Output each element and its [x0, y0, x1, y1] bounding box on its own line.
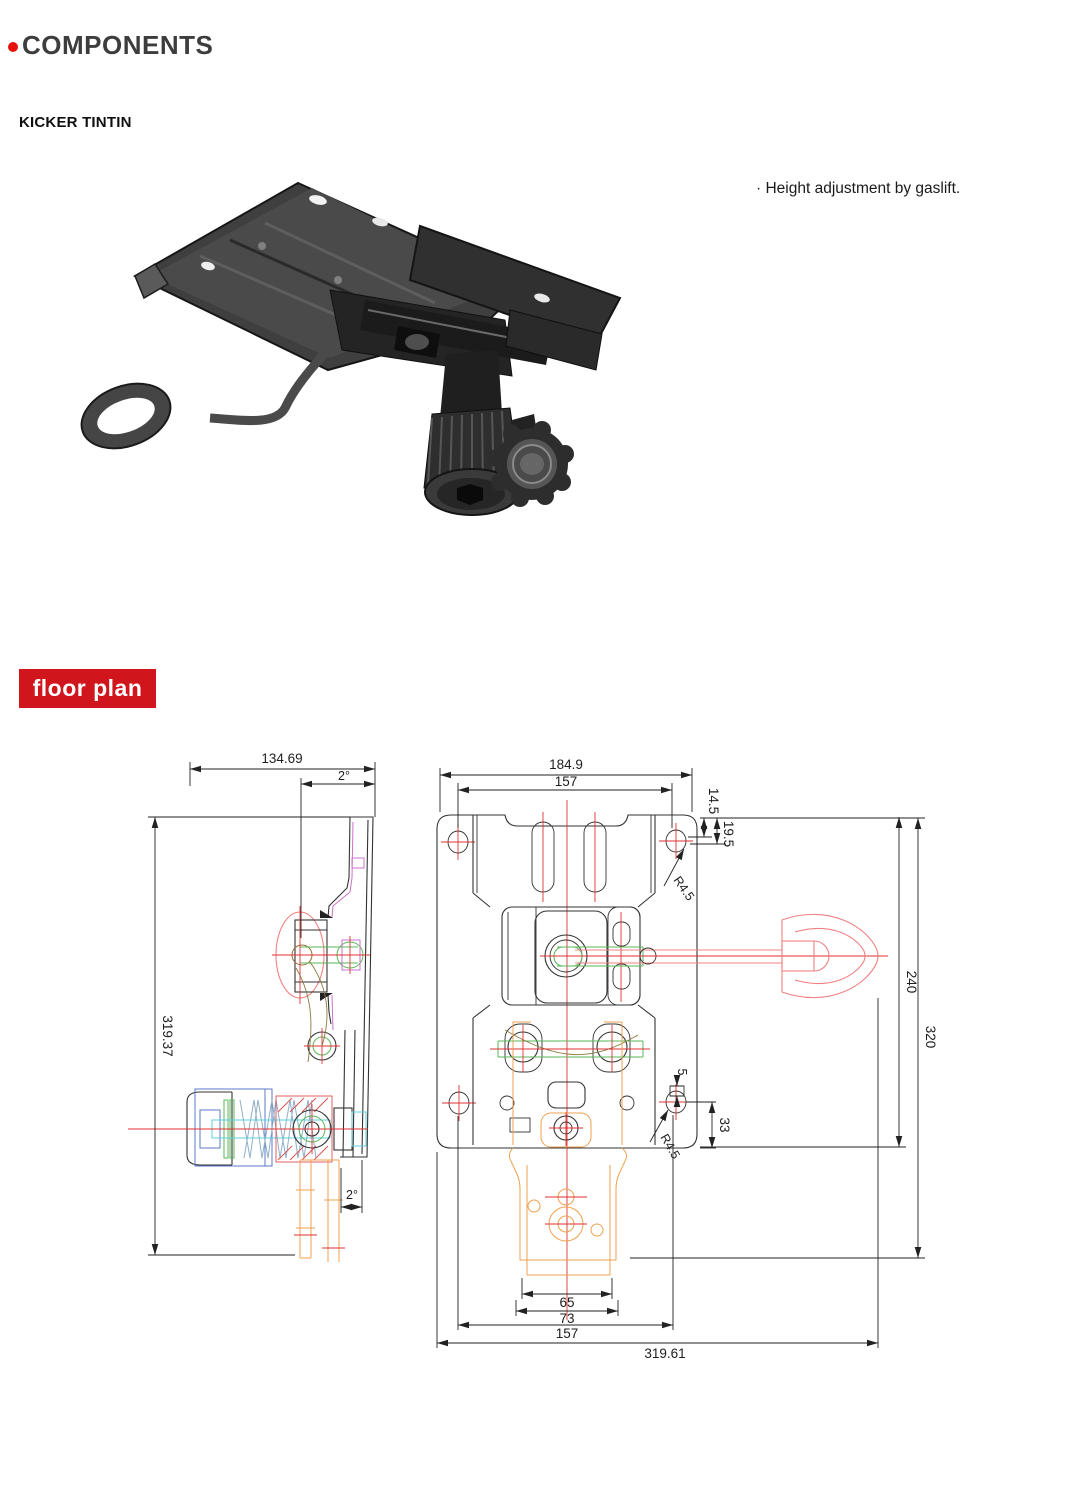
page-title: COMPONENTS	[22, 30, 214, 60]
top-plate-outline	[436, 800, 698, 1320]
dim-side-height: 319.37	[148, 816, 350, 1256]
top-upper-body	[472, 812, 656, 908]
dim-radius-bottom-text: R4.5	[657, 1132, 682, 1162]
section-bullet-icon	[8, 42, 18, 52]
side-hub	[272, 906, 370, 1004]
gaslift-note: · Height adjustment by gaslift.	[756, 180, 961, 197]
mechanism-photo-gaslift-receiver	[423, 350, 521, 516]
dim-top-overall-width-text: 184.9	[549, 757, 583, 772]
dim-top-hole-span: 157	[457, 774, 673, 828]
top-hidden-bracket	[508, 1021, 627, 1276]
mechanism-photo-knob	[488, 414, 574, 507]
product-photo	[80, 181, 622, 516]
dim-side-width-text: 134.69	[261, 751, 302, 766]
floor-plan-banner: floor plan	[19, 669, 156, 708]
mechanism-photo-lever	[80, 339, 339, 450]
dim-edge-to-hole-center: 19.5	[690, 818, 736, 847]
side-view: 134.69 2° 319.37 2°	[128, 751, 376, 1262]
dim-radius-top-text: R4.5	[671, 874, 698, 904]
dim-hole-to-bottom: 33	[686, 1101, 732, 1149]
dim-overall-length: 319.61	[436, 998, 879, 1361]
floor-plan-label: floor plan	[32, 675, 143, 701]
dim-overall-height: 320	[630, 818, 938, 1259]
side-knob-assembly	[128, 1088, 368, 1167]
dim-bottom-hole-span: 157	[457, 1115, 674, 1341]
dim-bottom-mid-text: 73	[559, 1311, 574, 1326]
dim-side-height-text: 319.37	[160, 1015, 175, 1056]
top-view: 184.9 157 14.5 19.5 R4.5 240	[436, 757, 938, 1361]
top-lever-rod	[540, 946, 888, 967]
dim-plate-height: 240	[700, 817, 919, 1148]
dim-top-hole-span-text: 157	[555, 774, 578, 789]
dim-overall-length-text: 319.61	[644, 1346, 685, 1361]
dim-side-width: 134.69	[189, 751, 376, 817]
top-handle	[781, 913, 879, 999]
side-gaslift-tube	[294, 1159, 345, 1262]
dim-hole-to-bottom-text: 33	[717, 1117, 732, 1132]
dim-slot-width: 5	[670, 1069, 689, 1107]
top-mounting-holes	[441, 823, 693, 1121]
side-plate-profile	[320, 816, 374, 1158]
dim-side-angle-top-text: 2°	[338, 769, 350, 783]
dim-side-angle-top: 2°	[300, 769, 375, 938]
floor-plan-drawing: 134.69 2° 319.37 2°	[128, 751, 938, 1361]
dim-overall-height-text: 320	[923, 1026, 938, 1049]
dim-side-angle-bottom-text: 2°	[346, 1188, 358, 1202]
dim-edge-to-hole-top: 14.5	[688, 788, 925, 838]
dim-edge-to-hole-center-text: 19.5	[721, 821, 736, 847]
dim-edge-to-hole-top-text: 14.5	[706, 788, 721, 814]
top-lower-body	[472, 1004, 656, 1146]
side-pivot	[295, 961, 340, 1064]
dim-bottom-inner-text: 65	[559, 1295, 574, 1310]
dim-radius-top: R4.5	[663, 848, 698, 904]
dim-plate-height-text: 240	[904, 971, 919, 994]
product-name: KICKER TINTIN	[19, 114, 132, 131]
dim-top-overall-width: 184.9	[439, 757, 693, 812]
dim-bottom-hole-span-text: 157	[556, 1326, 579, 1341]
dim-bottom-inner: 65	[521, 1278, 613, 1310]
dim-side-angle-bottom: 2°	[340, 1160, 363, 1213]
dim-slot-width-text: 5	[675, 1069, 689, 1076]
